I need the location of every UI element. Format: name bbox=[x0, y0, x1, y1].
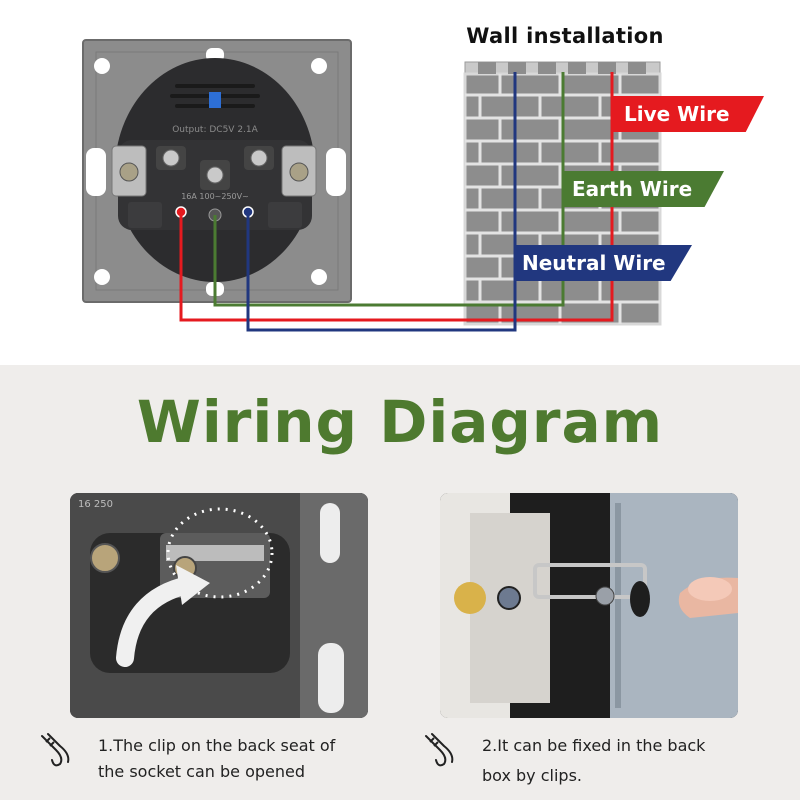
step-2-line-2: box by clips. bbox=[482, 766, 582, 785]
neutral-wire-label: Neutral Wire bbox=[514, 245, 692, 281]
plate-hole bbox=[94, 58, 110, 74]
step-1-line-1: 1.The clip on the back seat of bbox=[98, 736, 336, 755]
photo-marking: 16 250 bbox=[78, 499, 113, 510]
clip-closeup-photo: 16 250 bbox=[70, 493, 368, 718]
plate-hole bbox=[311, 269, 327, 285]
clip-icon bbox=[41, 733, 70, 767]
rating-label: 16A 100~250V~ bbox=[181, 192, 249, 201]
arrow-icon bbox=[116, 576, 197, 667]
back-box-photo bbox=[440, 493, 738, 718]
wiring-diagram-title: Wiring Diagram bbox=[136, 388, 664, 456]
step-2-caption: 2.It can be fixed in the back box by cli… bbox=[482, 733, 782, 789]
step-2-line-1: 2.It can be fixed in the back bbox=[482, 736, 706, 755]
output-label: Output: DC5V 2.1A bbox=[172, 125, 258, 135]
wiring-illustration: Output: DC5V 2.1A 16A 100~250V~ bbox=[0, 0, 800, 365]
step-1-caption: 1.The clip on the back seat of the socke… bbox=[98, 733, 398, 785]
neutral-wire bbox=[246, 72, 517, 332]
step-1-line-2: the socket can be opened bbox=[98, 762, 306, 781]
clip-icon bbox=[425, 733, 454, 767]
highlight-circle bbox=[166, 507, 274, 599]
earth-wire-label: Earth Wire bbox=[562, 171, 724, 207]
wall-installation-title: Wall installation bbox=[466, 24, 664, 48]
plate-hole bbox=[311, 58, 327, 74]
plate-hole bbox=[94, 269, 110, 285]
live-wire-label: Live Wire bbox=[612, 96, 764, 132]
